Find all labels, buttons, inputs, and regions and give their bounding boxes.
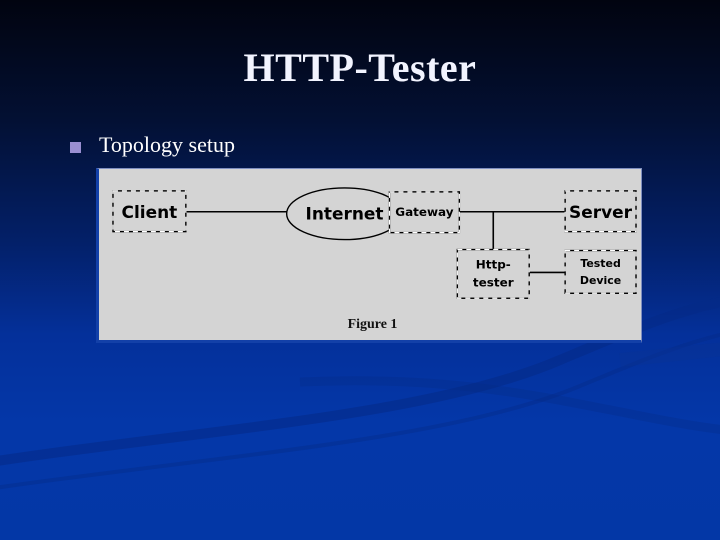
node-client-label: Client: [122, 202, 178, 222]
topology-diagram-svg: Client Internet Gateway Server: [112, 187, 637, 332]
node-http-tester-label-line2: tester: [473, 275, 514, 289]
node-server-label: Server: [569, 202, 633, 222]
bullet-list-item: Topology setup: [70, 132, 235, 158]
node-gateway-label: Gateway: [395, 205, 453, 219]
node-tested-device: Tested Device: [564, 249, 637, 294]
bullet-item-label: Topology setup: [99, 132, 235, 157]
node-tested-device-label-line2: Device: [580, 274, 621, 287]
figure-caption: Figure 1: [348, 317, 398, 332]
node-internet-label: Internet: [306, 204, 384, 224]
square-bullet-icon: [70, 141, 81, 153]
node-gateway: Gateway: [388, 191, 461, 234]
node-client: Client: [112, 190, 187, 233]
node-http-tester: Http- tester: [456, 248, 530, 299]
topology-diagram-panel: Client Internet Gateway Server: [96, 168, 642, 343]
node-server: Server: [564, 190, 637, 233]
node-internet: Internet: [285, 187, 404, 241]
node-tested-device-label-line1: Tested: [580, 257, 621, 270]
page-title: HTTP-Tester: [243, 45, 477, 90]
node-http-tester-label-line1: Http-: [476, 257, 511, 271]
